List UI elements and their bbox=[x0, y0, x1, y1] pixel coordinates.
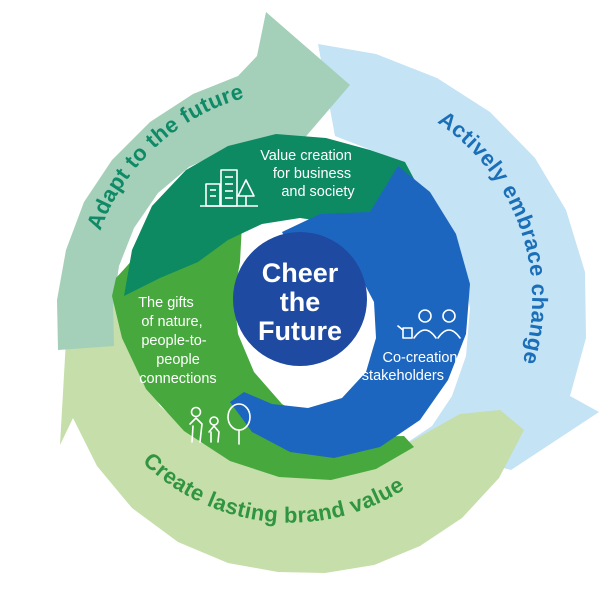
nature-text: The gifts of nature, people-to- people c… bbox=[138, 295, 217, 387]
co-creation-line-2: with stakeholders bbox=[331, 368, 444, 384]
nature-line-5: connections bbox=[139, 371, 216, 387]
value-creation-line-3: and society bbox=[281, 184, 355, 200]
nature-line-4: people bbox=[156, 352, 200, 368]
co-creation-text: Co-creation with stakeholders bbox=[331, 350, 457, 384]
value-creation-text: Value creation for business and society bbox=[260, 148, 355, 200]
nature-line-2: of nature, bbox=[141, 314, 202, 330]
people-with-watering-can-icon bbox=[397, 309, 461, 339]
outer-arrow-brand bbox=[60, 282, 524, 573]
inner-swirl bbox=[112, 134, 470, 480]
segment-nature bbox=[112, 224, 414, 480]
outer-arrow-adapt bbox=[57, 12, 350, 350]
nature-line-3: people-to- bbox=[141, 333, 206, 349]
outer-arrow-embrace bbox=[318, 44, 599, 470]
value-creation-line-2: for business bbox=[273, 166, 351, 182]
center-label-line-1: Cheer bbox=[262, 258, 339, 288]
family-and-tree-icon bbox=[189, 403, 251, 445]
value-creation-line-1: Value creation bbox=[260, 148, 352, 164]
core-circle bbox=[233, 232, 367, 366]
co-creation-line-1: Co-creation bbox=[383, 350, 458, 366]
center-label-line-2: the bbox=[280, 287, 321, 317]
nature-line-1: The gifts bbox=[138, 295, 194, 311]
center-label-line-3: Future bbox=[258, 316, 342, 346]
segment-value-creation bbox=[124, 134, 429, 296]
buildings-and-tree-icon bbox=[200, 169, 258, 207]
